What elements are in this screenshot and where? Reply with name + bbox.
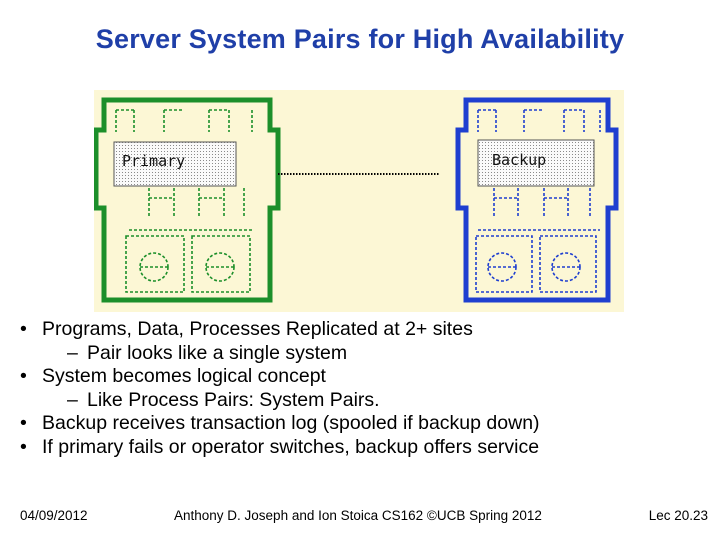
primary-outline — [94, 97, 281, 303]
backup-outline — [455, 97, 619, 303]
bullet-item: Programs, Data, Processes Replicated at … — [20, 318, 710, 342]
server-pairs-diagram: Primary — [94, 90, 624, 312]
primary-disks — [125, 235, 251, 293]
backup-disks — [475, 235, 597, 293]
diagram-canvas: Primary — [94, 97, 619, 303]
bullet-list: Programs, Data, Processes Replicated at … — [20, 318, 710, 459]
primary-box — [113, 141, 237, 187]
backup-box — [477, 139, 595, 187]
backup-system: Backup — [455, 97, 619, 303]
backup-label: Backup — [492, 151, 546, 169]
footer-date: 04/09/2012 — [20, 508, 88, 523]
bullet-item: System becomes logical concept — [20, 365, 710, 389]
bullet-item: If primary fails or operator switches, b… — [20, 436, 710, 460]
bullet-item: Backup receives transaction log (spooled… — [20, 412, 710, 436]
sub-bullet-item: Like Process Pairs: System Pairs. — [20, 389, 710, 413]
sub-bullet-item: Pair looks like a single system — [20, 342, 710, 366]
primary-system: Primary — [94, 97, 281, 303]
slide-title: Server System Pairs for High Availabilit… — [95, 24, 625, 54]
primary-internal-wiring — [115, 109, 254, 231]
footer-lecture-number: Lec 20.23 — [648, 508, 708, 523]
backup-internal-wiring — [477, 109, 601, 231]
primary-label: Primary — [122, 152, 185, 170]
footer-credit: Anthony D. Joseph and Ion Stoica CS162 ©… — [174, 508, 542, 523]
